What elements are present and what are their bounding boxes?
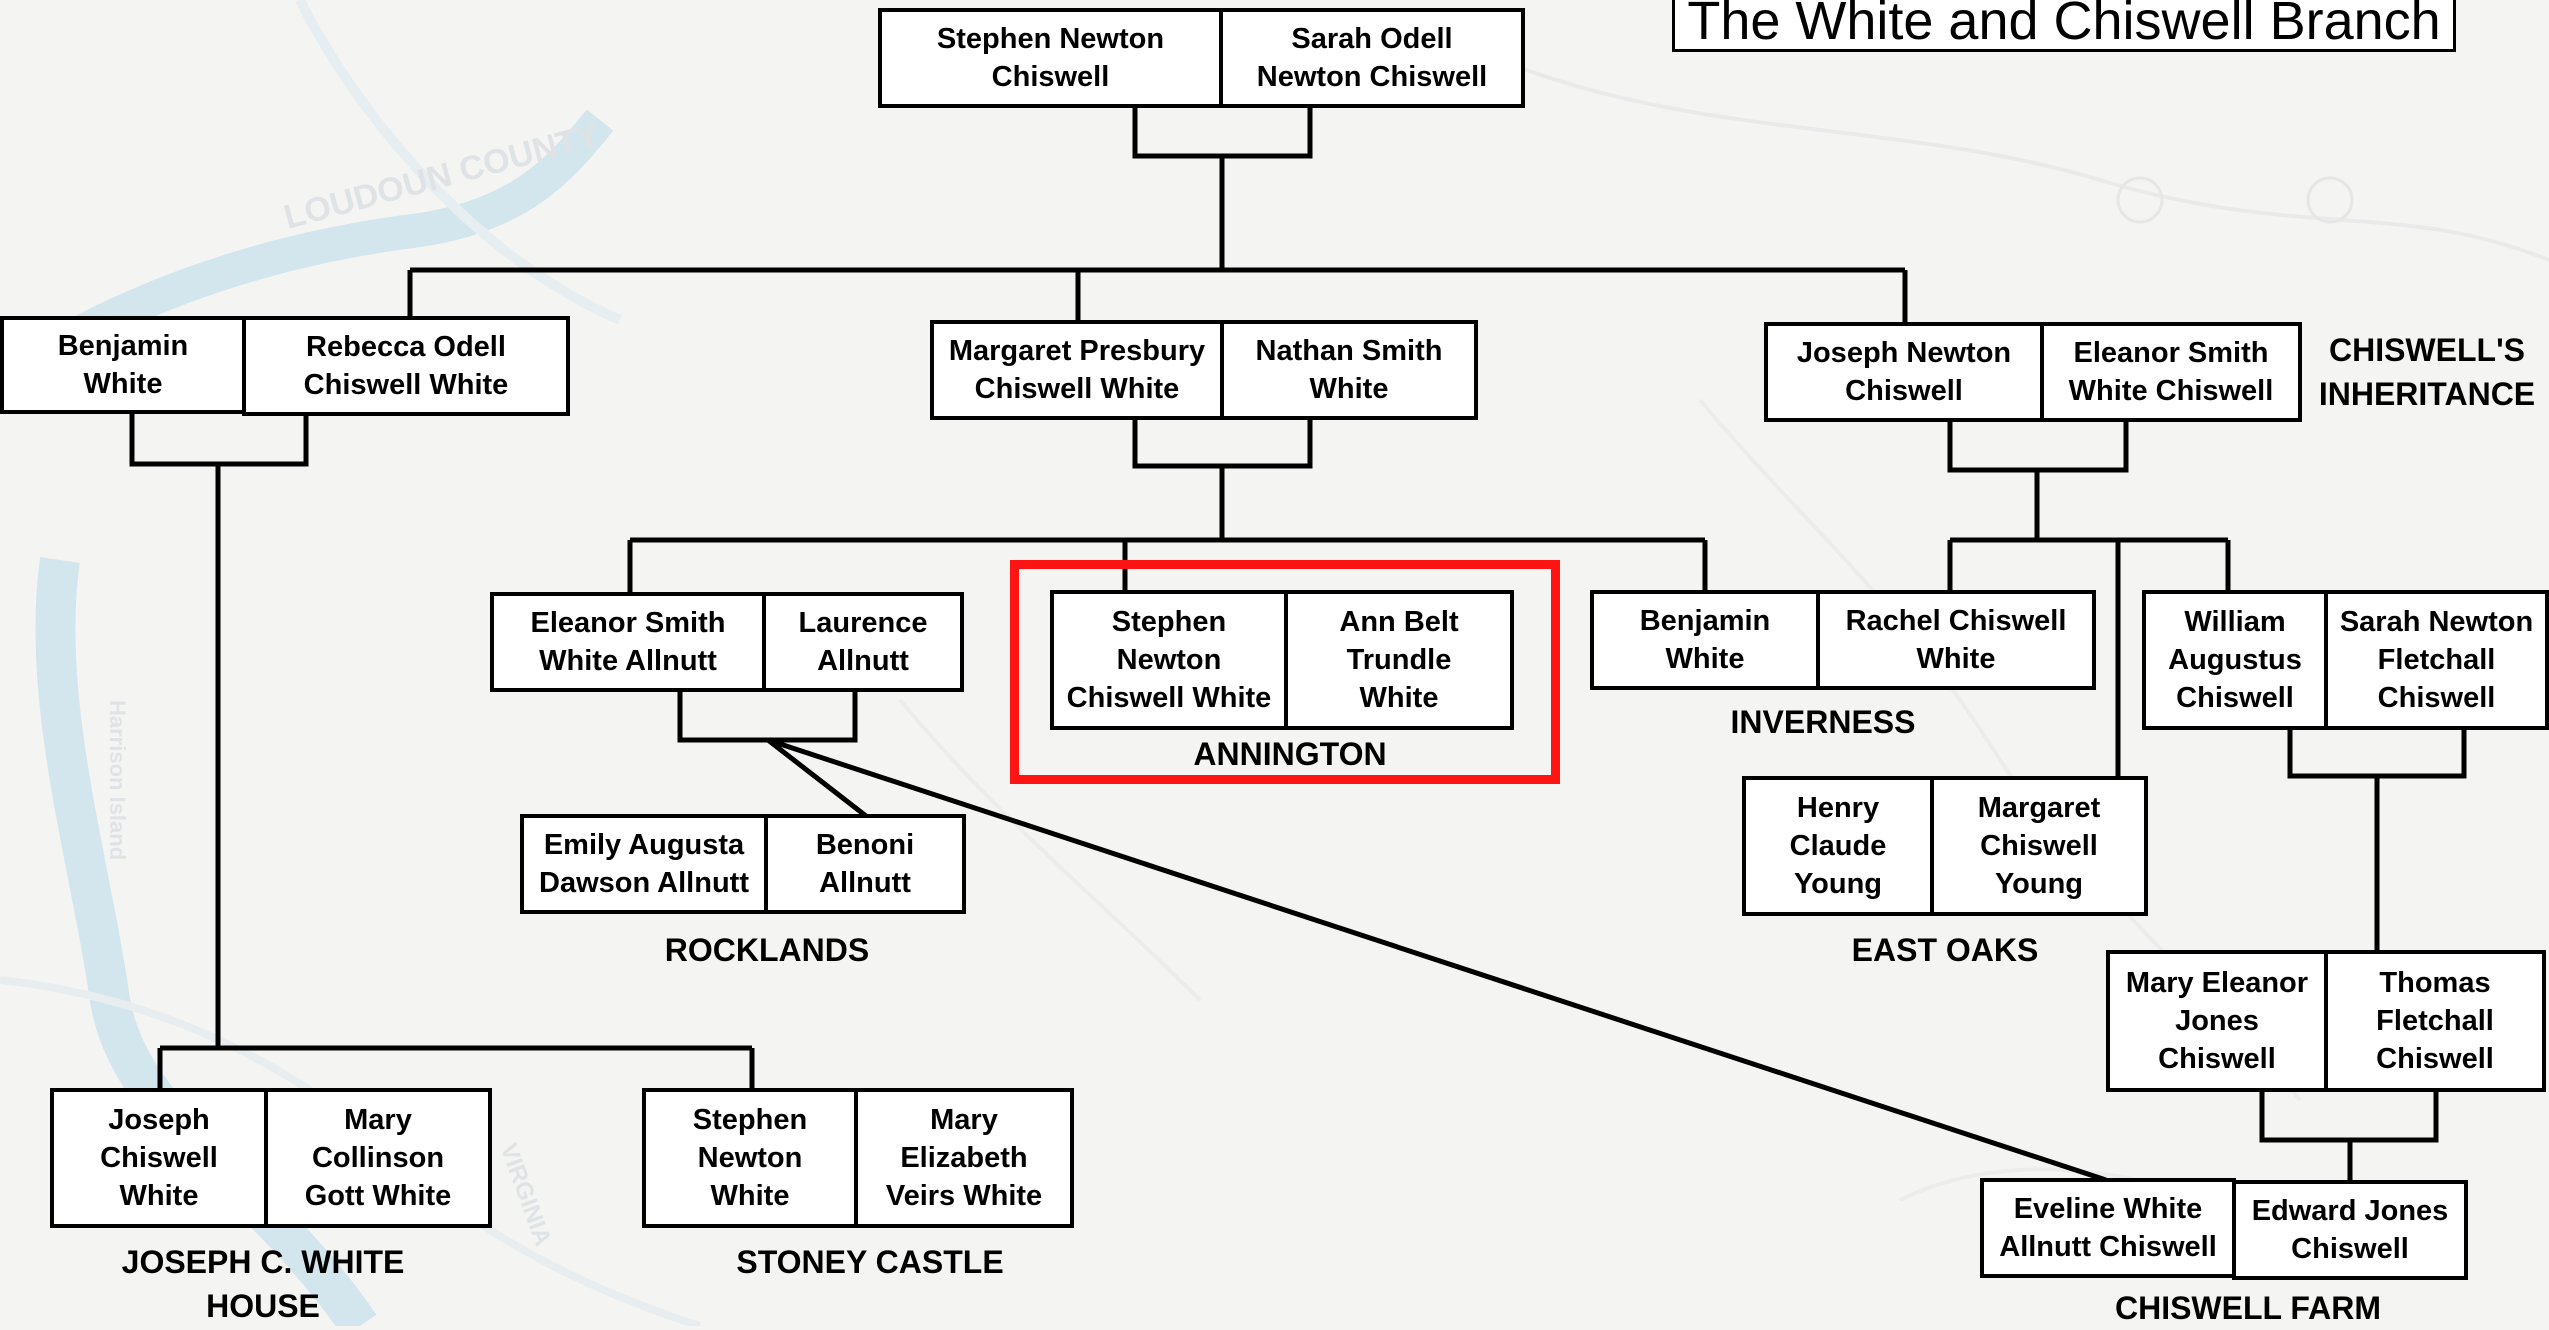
- person-mary-collinson-gott-white: Mary Collinson Gott White: [264, 1088, 492, 1228]
- estate-annington: ANNINGTON: [1193, 736, 1387, 772]
- estate-stoney-castle: STONEY CASTLE: [736, 1244, 1004, 1280]
- person-sarah-odell-newton-chiswell: Sarah Odell Newton Chiswell: [1219, 8, 1525, 108]
- annington-highlight-frame: [1010, 560, 1560, 784]
- person-rachel-chiswell-white: Rachel Chiswell White: [1816, 590, 2096, 690]
- person-mary-elizabeth-veirs-white: Mary Elizabeth Veirs White: [854, 1088, 1074, 1228]
- estate-chiswell-farm: CHISWELL FARM: [2114, 1290, 2382, 1326]
- person-benoni-allnutt: Benoni Allnutt: [764, 814, 966, 914]
- person-benjamin-white-jr: Benjamin White: [1590, 590, 1820, 690]
- person-william-augustus-chiswell: William Augustus Chiswell: [2142, 590, 2328, 730]
- person-stephen-newton-chiswell: Stephen Newton Chiswell: [878, 8, 1223, 108]
- person-benjamin-white-sr: Benjamin White: [0, 316, 246, 414]
- person-thomas-fletchall-chiswell: Thomas Fletchall Chiswell: [2324, 950, 2546, 1092]
- person-rebecca-odell-chiswell-white: Rebecca Odell Chiswell White: [242, 316, 570, 416]
- person-margaret-chiswell-young: Margaret Chiswell Young: [1930, 776, 2148, 916]
- estate-rocklands: ROCKLANDS: [664, 932, 870, 968]
- person-ann-belt-trundle-white: Ann Belt Trundle White: [1284, 590, 1514, 730]
- person-eveline-white-allnutt-chiswell: Eveline White Allnutt Chiswell: [1980, 1178, 2236, 1278]
- diagram-title: The White and Chiswell Branch: [1672, 0, 2456, 52]
- person-henry-claude-young: Henry Claude Young: [1742, 776, 1934, 916]
- estate-inverness: INVERNESS: [1730, 704, 1916, 740]
- person-joseph-newton-chiswell: Joseph Newton Chiswell: [1764, 322, 2044, 422]
- person-edward-jones-chiswell: Edward Jones Chiswell: [2232, 1180, 2468, 1280]
- person-laurence-allnutt: Laurence Allnutt: [762, 592, 964, 692]
- person-margaret-presbury-chiswell-white: Margaret Presbury Chiswell White: [930, 320, 1224, 420]
- person-eleanor-smith-white-chiswell: Eleanor Smith White Chiswell: [2040, 322, 2302, 422]
- estate-chiswells-inheritance: CHISWELL'S INHERITANCE: [2318, 332, 2536, 412]
- estate-joseph-c-white-house: JOSEPH C. WHITE HOUSE: [121, 1244, 405, 1324]
- person-stephen-newton-chiswell-white: Stephen Newton Chiswell White: [1050, 590, 1288, 730]
- person-eleanor-smith-white-allnutt: Eleanor Smith White Allnutt: [490, 592, 766, 692]
- person-nathan-smith-white: Nathan Smith White: [1220, 320, 1478, 420]
- person-joseph-chiswell-white: Joseph Chiswell White: [50, 1088, 268, 1228]
- person-stephen-newton-white: Stephen Newton White: [642, 1088, 858, 1228]
- person-emily-augusta-dawson-allnutt: Emily Augusta Dawson Allnutt: [520, 814, 768, 914]
- estate-east-oaks: EAST OAKS: [1851, 932, 2039, 968]
- person-sarah-newton-fletchall-chiswell: Sarah Newton Fletchall Chiswell: [2324, 590, 2549, 730]
- person-mary-eleanor-jones-chiswell: Mary Eleanor Jones Chiswell: [2106, 950, 2328, 1092]
